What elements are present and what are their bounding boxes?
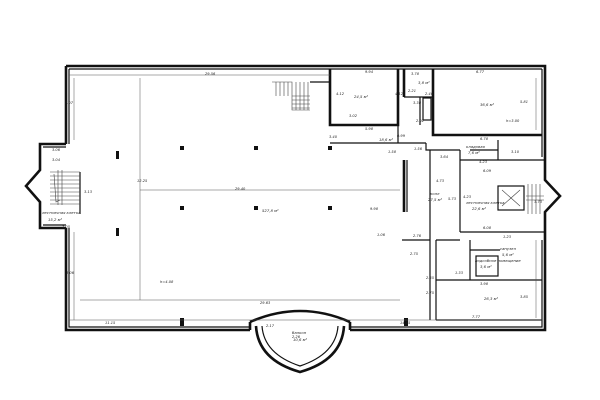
dim-r-room3-c: 3.98 xyxy=(480,282,489,286)
room-small-1: 3,8 м² xyxy=(418,80,430,85)
columns xyxy=(116,146,408,326)
dim-corridor-h: 2.40 xyxy=(425,92,434,96)
dim-small1-h: 2.21 xyxy=(408,89,416,93)
ceiling-height-2: h=3.00 xyxy=(506,119,520,123)
dim-top-left-a: 3.78 xyxy=(411,72,420,76)
dim-l-stair-b: 3.04 xyxy=(52,158,61,162)
dim-mid-v2: 3.64 xyxy=(440,155,449,159)
dim-r-wc-w: 1.23 xyxy=(503,235,512,239)
dim-left-wall2: 3.06 xyxy=(66,271,75,275)
room-corridor: 18,6 м² xyxy=(379,137,394,142)
top-stair xyxy=(272,81,330,111)
dim-mid-v3: 4.73 xyxy=(436,179,445,183)
dim-col: 3.40 xyxy=(329,135,338,139)
dimension-labels: 29.56 9.94 6.77 3.78 29.40 29.63 11.15 1… xyxy=(52,70,543,339)
dim-room1-h2: 4.12 xyxy=(395,92,404,96)
dim-top-room1: 9.94 xyxy=(365,70,374,74)
room-tech-name: подсобное помещение xyxy=(475,258,521,263)
right-stair-tower xyxy=(459,157,562,240)
dim-mid-v1: 1.56 xyxy=(414,147,423,151)
room-storage: 7,6 м² xyxy=(468,150,480,155)
dim-corridor-w: 2.02 xyxy=(416,119,425,123)
room-storage-name: кладовая xyxy=(466,144,486,149)
dim-balcony-b: 2.26 xyxy=(292,335,301,339)
room-wc: 5,6 м² xyxy=(502,252,514,257)
dim-l-stair-a: 3.06 xyxy=(52,148,61,152)
dim-small1-w: 3.38 xyxy=(413,101,422,105)
dim-bottom-right: 7.77 xyxy=(472,315,481,319)
room-hall-name: холл xyxy=(429,191,440,196)
dim-r-stair-b: 6.08 xyxy=(483,226,492,230)
dim-left-wall: 7.07 xyxy=(65,101,74,105)
dim-room1-w: 5.98 xyxy=(365,127,374,131)
dim-room2-h: 5.81 xyxy=(520,100,528,104)
dim-balcony-a: 2.17 xyxy=(266,324,275,328)
dim-top-room2: 6.77 xyxy=(476,70,485,74)
dim-r-room3-a: 2.76 xyxy=(413,234,422,238)
dimension-lines xyxy=(69,74,542,321)
dim-r-low-b: 2.75 xyxy=(426,291,435,295)
room-2: 36,6 м² xyxy=(480,102,495,107)
room-1: 24,5 м² xyxy=(354,94,369,99)
balcony xyxy=(248,309,352,374)
room-balcony-name: балкон xyxy=(292,330,307,335)
dim-misc-b: 0.99 xyxy=(397,134,406,138)
dim-bottom-mid: 14.85 xyxy=(400,321,411,325)
dim-mid-v5: 5.73 xyxy=(448,197,457,201)
dim-hall-width: 12.25 xyxy=(137,179,148,183)
dim-lobby-w: 1.06 xyxy=(377,233,386,237)
top-partitions xyxy=(328,69,542,160)
dim-l-stair-c: 3.05 xyxy=(62,225,71,229)
dim-room1-h1: 4.12 xyxy=(336,92,345,96)
room-hall: 27,5 м² xyxy=(428,197,443,202)
room-l-lobby: 15,2 м² xyxy=(48,217,63,222)
room-wc-name: санузел xyxy=(500,246,516,251)
room-r-lobby: 22,6 м² xyxy=(472,206,487,211)
dim-room2-w: 6.78 xyxy=(480,137,489,141)
dim-mid-v4: 4.23 xyxy=(479,160,488,164)
dim-r-room3-b: 2.75 xyxy=(410,252,419,256)
room-r-lobby-name: лестничная клетка xyxy=(465,200,505,205)
dim-r-room3-e: 3.85 xyxy=(520,295,529,299)
room-r-low: 26,3 м² xyxy=(484,296,499,301)
room-labels: 527,8 м² 24,5 м² 36,6 м² 3,8 м² 18,6 м² … xyxy=(41,80,521,342)
dim-misc-c: 3.10 xyxy=(511,150,520,154)
dim-room1-w2: 3.02 xyxy=(349,114,358,118)
ceiling-height: h=4.08 xyxy=(160,280,174,284)
room-tech: 3,6 м² xyxy=(480,264,492,269)
dim-hall-depth: 9.98 xyxy=(370,207,379,211)
dim-hall-length: 29.40 xyxy=(235,187,246,191)
dim-top-overall: 29.56 xyxy=(205,72,216,76)
dim-r-stair-a: 6.09 xyxy=(483,169,492,173)
outer-walls xyxy=(64,64,547,332)
dim-r-room3-d: 1.33 xyxy=(455,271,464,275)
dim-bottom-overall: 29.63 xyxy=(260,301,271,305)
room-main-hall: 527,8 м² xyxy=(262,208,279,213)
dim-l-stair-d: 3.13 xyxy=(84,190,93,194)
left-stair-tower xyxy=(24,142,81,230)
dim-r-stair-d: 4.23 xyxy=(463,195,472,199)
dim-misc-a: 1.58 xyxy=(388,150,397,154)
dim-bottom-left: 11.15 xyxy=(105,321,116,325)
room-l-lobby-name: лестничная клетка xyxy=(41,210,81,215)
dim-r-stair-c: 3.73 xyxy=(534,200,543,204)
dim-r-low-a: 2.35 xyxy=(426,276,435,280)
room-balcony: 10,6 м² xyxy=(293,337,308,342)
